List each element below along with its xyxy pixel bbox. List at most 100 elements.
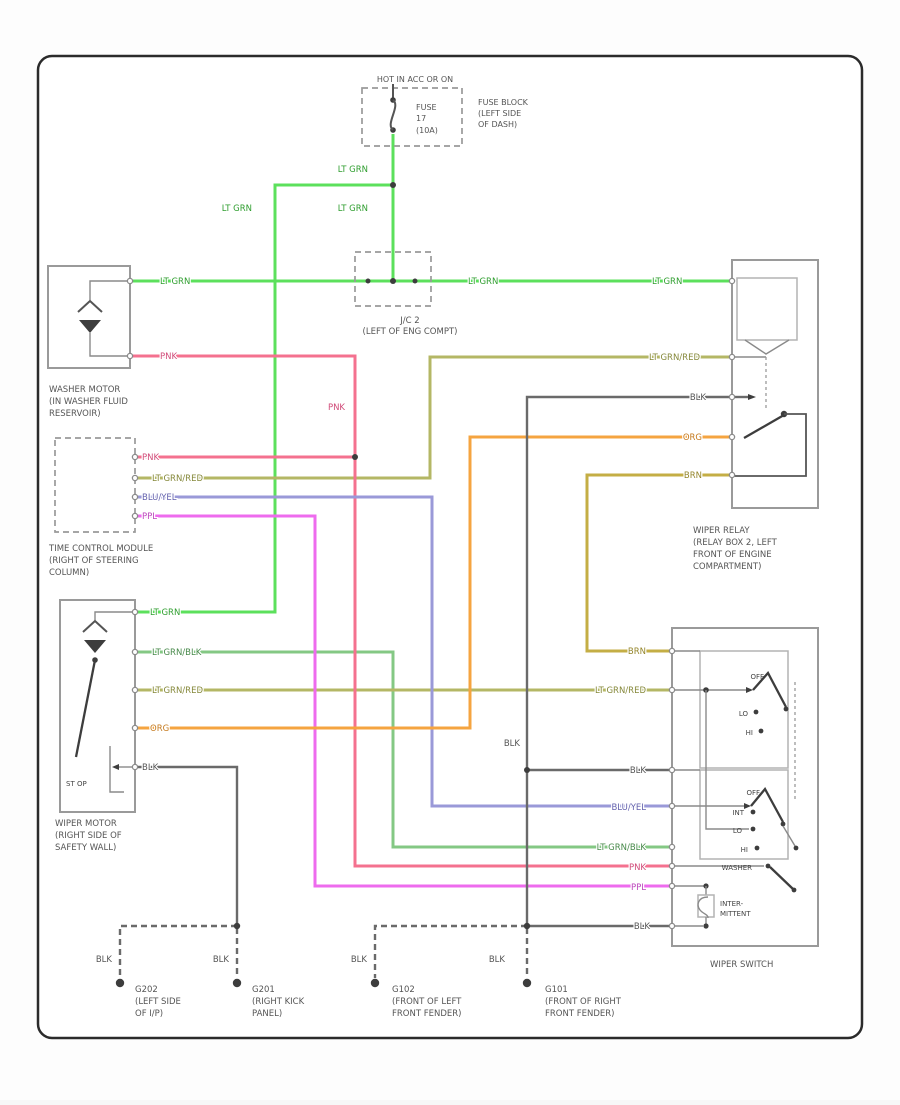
g202-loc-2: OF I/P)	[135, 1009, 163, 1019]
pin	[131, 493, 139, 501]
wires-blu-yel	[135, 495, 672, 808]
splice-dots	[233, 182, 531, 930]
relay-name-1: WIPER RELAY	[693, 526, 750, 536]
fuse-label-2: 17	[416, 114, 426, 123]
pin	[668, 686, 676, 694]
bank-link-line	[705, 690, 749, 830]
wire-label-blk: BLK	[142, 763, 159, 773]
pot-bottom-dot	[703, 923, 709, 929]
washer-motor-name-1: WASHER MOTOR	[49, 385, 120, 395]
fuse-element-icon	[389, 99, 397, 131]
pin	[131, 724, 139, 732]
wire-label-blk: BLK	[630, 766, 647, 776]
switch-bank2-frame	[699, 769, 789, 860]
wire-label-lt-grn: LT GRN	[468, 277, 498, 287]
pin	[131, 474, 139, 482]
relay-name-4: COMPARTMENT)	[693, 562, 761, 572]
wire-dashed-g102	[373, 924, 527, 978]
washer-motor-lead1	[89, 280, 127, 300]
wires-brn	[585, 473, 732, 653]
park-contact-bracket	[109, 746, 124, 793]
fuse-block-box	[361, 87, 463, 147]
wire-relay-ground-run	[525, 395, 732, 926]
relay-name-2: (RELAY BOX 2, LEFT	[693, 538, 778, 548]
tcm-name-1: TIME CONTROL MODULE	[48, 544, 153, 554]
washer-arm	[769, 866, 794, 890]
wire-label-blk: BLK	[96, 955, 113, 965]
junction-connector: J/C 2 (LEFT OF ENG COMPT)	[354, 251, 457, 337]
pin	[668, 922, 676, 930]
bank1-lo-label: LO	[739, 710, 749, 718]
bank2-hi-contact	[754, 845, 760, 851]
wiper-motor-brush-icon	[82, 619, 108, 633]
washer-arm-end-dot	[791, 887, 797, 893]
pin	[668, 647, 676, 655]
wire-label-blk: BLK	[351, 955, 368, 965]
pin	[728, 471, 736, 479]
pin	[131, 648, 139, 656]
washer-motor: WASHER MOTOR (IN WASHER FLUID RESERVOIR)	[47, 265, 131, 419]
g201-loc-2: PANEL)	[252, 1009, 282, 1019]
pin	[131, 763, 139, 771]
bank1-off-label: OFF	[750, 673, 764, 681]
time-control-module: TIME CONTROL MODULE (RIGHT OF STEERING C…	[48, 437, 153, 578]
wiper-switch-box	[671, 627, 819, 947]
fuse-block-name-2: (LEFT SIDE	[478, 109, 521, 118]
intermittent-label-2: MITTENT	[720, 910, 751, 918]
diagram-border	[36, 54, 864, 1040]
bank2-input-arrow	[744, 803, 751, 809]
wire-motor-to-switch	[135, 650, 672, 849]
fuse-block-name-3: OF DASH)	[478, 120, 517, 129]
wire-label-lt-grn-blk: LT GRN/BLK	[597, 843, 647, 853]
pin	[728, 353, 736, 361]
wire-branch-to-wiper-motor	[135, 183, 393, 614]
splice-dot-pnk	[352, 454, 358, 460]
wire-label-lt-grn: LT GRN	[160, 277, 190, 287]
relay-contact-bracket	[734, 413, 807, 477]
bank1-lo-contact	[753, 709, 759, 715]
wire-label-org: ORG	[683, 433, 702, 443]
wire-label-brn: BRN	[628, 647, 646, 657]
wire-label-brn: BRN	[684, 471, 702, 481]
wiper-motor-name-1: WIPER MOTOR	[55, 819, 117, 829]
wires-lt-grn-blk	[135, 650, 672, 849]
wiper-switch-name: WIPER SWITCH	[710, 960, 773, 970]
intermittent-label-1: INTER-	[720, 900, 744, 908]
bank2-lo-contact	[750, 826, 756, 832]
wire-label-ppl: PPL	[142, 512, 157, 522]
bank2-right-link	[782, 825, 796, 847]
wire-label-blk: BLK	[504, 739, 521, 749]
ground-dot-g202	[115, 978, 125, 988]
washer-label: WASHER	[722, 864, 752, 872]
pin	[728, 277, 736, 285]
wire-label-pnk: PNK	[629, 863, 646, 873]
bank2-hi-label: HI	[741, 846, 748, 854]
wiper-motor-name-2: (RIGHT SIDE OF	[55, 831, 122, 841]
wiper-motor-armature-icon	[84, 640, 106, 653]
motor-brush-icon	[77, 299, 103, 313]
ground-dot-g102	[370, 978, 380, 988]
wire-label-blk: BLK	[213, 955, 230, 965]
pin	[131, 686, 139, 694]
washer-motor-name-2: (IN WASHER FLUID	[49, 397, 128, 407]
bank2-int-label: INT	[732, 809, 744, 817]
splice-dot-blk-switch	[524, 767, 530, 773]
wire-module-to-relay	[135, 355, 732, 480]
splice-dot-feed	[390, 182, 396, 188]
wires-blk	[135, 395, 732, 928]
pin	[131, 512, 139, 520]
tcm-name-2: (RIGHT OF STEERING	[49, 556, 139, 566]
pot-curl-icon	[697, 896, 709, 919]
pin	[668, 862, 676, 870]
wire-label-lt-grn: LT GRN	[222, 204, 252, 214]
wire-label-lt-grn: LT GRN	[338, 204, 368, 214]
wire-label-lt-grn: LT GRN	[338, 165, 368, 175]
wire-relay-to-switch-brn	[585, 473, 732, 653]
wiper-switch: OFF LO HI OFF INT LO HI WASHER INTER- MI…	[671, 627, 819, 970]
wiper-motor-box	[59, 599, 136, 813]
wire-label-blk: BLK	[690, 393, 707, 403]
g101-loc-1: (FRONT OF RIGHT	[545, 997, 622, 1007]
ground-dot-g201	[232, 978, 242, 988]
